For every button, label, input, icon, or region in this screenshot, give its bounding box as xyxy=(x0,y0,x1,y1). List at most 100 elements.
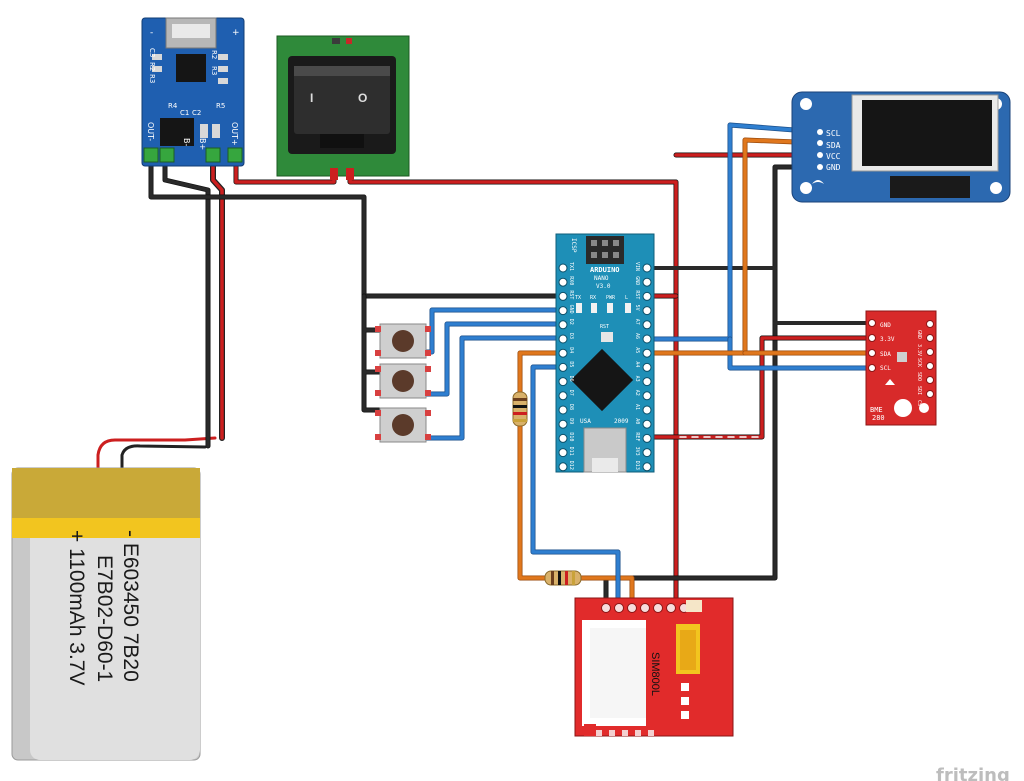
sim800l-module: SIM800L xyxy=(574,597,734,737)
bme-right-hole xyxy=(926,334,934,342)
nano-pin-a0 xyxy=(642,419,652,429)
reset-button[interactable] xyxy=(601,332,613,342)
charger-plus: + xyxy=(232,28,240,38)
bme-rpin-sdo: SDO xyxy=(916,372,922,381)
resistor-horizontal xyxy=(544,570,582,586)
charger-terminals xyxy=(143,147,243,163)
nano-pin-a2 xyxy=(642,391,652,401)
nano-pin-label-d11: D11 xyxy=(568,447,574,456)
nano-pin-label-a4: A4 xyxy=(634,361,640,367)
nano-led-tx: TX xyxy=(575,295,581,301)
bme-name-line2: 280 xyxy=(872,414,885,422)
nano-pin-label-a3: A3 xyxy=(634,376,640,382)
bme-rpin-cs: CS xyxy=(916,400,922,406)
wire-sim-tx xyxy=(517,350,563,581)
nano-pin-a1 xyxy=(642,405,652,415)
battery-red-lead xyxy=(96,436,217,472)
nano-pin-label-d2: D2 xyxy=(568,319,574,325)
nano-pin-d12 xyxy=(558,462,568,472)
rocker-switch[interactable]: I O xyxy=(276,35,410,180)
nano-pin-label-vin: VIN xyxy=(634,262,640,271)
nano-pin-label-gnd: GND xyxy=(634,276,640,285)
nano-pin-label-rst: RST xyxy=(568,290,574,299)
nano-pin-vin xyxy=(642,263,652,273)
atmega-chip xyxy=(570,348,634,412)
bme-rpin-gnd: GND xyxy=(916,330,922,339)
nano-pin-5v xyxy=(642,306,652,316)
nano-pin-d4 xyxy=(558,348,568,358)
sim-header-hole xyxy=(614,603,624,613)
tp4056-charger-module: - + C3 R2 R3 R2 R3 R4 R5 C1 C2 OUT- B- B… xyxy=(141,17,245,167)
charger-top-r3: R3 xyxy=(210,66,218,75)
oshw-gear-icon xyxy=(919,403,929,413)
sim-header-hole xyxy=(653,603,663,613)
nano-pin-label-tx1: TX1 xyxy=(568,262,574,271)
nano-pin-rx0 xyxy=(558,277,568,287)
nano-subtitle: NANO xyxy=(594,275,609,282)
nano-pin-d13 xyxy=(642,462,652,472)
sim-header-hole xyxy=(627,603,637,613)
push-button-1[interactable] xyxy=(375,323,431,359)
oled-pin-sda: SDA xyxy=(826,141,841,150)
nano-pin-a6 xyxy=(642,334,652,344)
bme-right-hole xyxy=(926,362,934,370)
wire-charger-bminus-battery xyxy=(162,157,211,449)
nano-year: 2009 xyxy=(614,418,629,425)
nano-pin-a4 xyxy=(642,362,652,372)
nano-pin-3v3 xyxy=(642,448,652,458)
nano-pin-label-rx0: RX0 xyxy=(568,276,574,285)
bme-rpin-3v3: 3.3V xyxy=(916,344,922,356)
charger-label-r3: R3 xyxy=(148,74,156,83)
nano-pin-d6 xyxy=(558,377,568,387)
bme-right-hole xyxy=(926,376,934,384)
bme-pin-sda: SDA xyxy=(880,351,891,358)
bme-sensor-chip xyxy=(897,352,907,362)
nano-led-pwr: PWR xyxy=(606,295,616,301)
grove-logo-icon xyxy=(812,180,824,184)
charger-label-b-minus: B- xyxy=(182,138,191,146)
push-button-2[interactable] xyxy=(375,363,431,399)
nano-pin-a5 xyxy=(642,348,652,358)
bme-left-hole xyxy=(868,364,876,372)
bme-pin-3v3: 3.3V xyxy=(880,336,895,343)
nano-pin-gnd xyxy=(558,306,568,316)
bme-pin-scl: SCL xyxy=(880,365,891,372)
nano-pin-tx1 xyxy=(558,263,568,273)
nano-pin-label-a2: A2 xyxy=(634,390,640,396)
switch-on-symbol: I xyxy=(310,91,313,105)
charger-label-r5: R5 xyxy=(216,102,225,110)
nano-title: ARDUINO xyxy=(590,266,620,274)
nano-pin-d3 xyxy=(558,334,568,344)
sim-header-hole xyxy=(601,603,611,613)
nano-pin-label-rst: RST xyxy=(634,290,640,299)
nano-pin-ref xyxy=(642,433,652,443)
nano-pin-d8 xyxy=(558,405,568,415)
lipo-battery: - E603450 7B20 E7B02-D60-1 + 1100mAh 3.7… xyxy=(11,467,201,761)
nano-pin-label-d4: D4 xyxy=(568,347,574,353)
bme-rpin-sck: SCK xyxy=(916,358,922,367)
nano-led-l: L xyxy=(625,295,628,301)
charger-label-out-minus: OUT- xyxy=(146,122,155,141)
bme-left-hole xyxy=(868,349,876,357)
nano-pin-label-a7: A7 xyxy=(634,319,640,325)
nano-pin-d11 xyxy=(558,448,568,458)
bme-right-hole xyxy=(926,390,934,398)
arduino-nano: ICSP ARDUINO NANO V3.0 TX RX PWR L RST U… xyxy=(555,233,655,473)
sim-header-hole xyxy=(640,603,650,613)
bme280-sensor: GND 3.3V SDA SCL GND 3.3V SCK SDO SDI CS… xyxy=(865,310,937,426)
charger-label-r2: R2 xyxy=(148,62,156,71)
oled-pin-scl: SCL xyxy=(826,129,841,138)
nano-country: USA xyxy=(580,418,591,425)
nano-pin-label-d13: D13 xyxy=(634,461,640,470)
push-button-3[interactable] xyxy=(375,407,431,443)
charger-label-c1: C1 xyxy=(180,109,189,117)
wires xyxy=(96,122,873,613)
nano-version: V3.0 xyxy=(596,283,611,290)
battery-label-line1: - E603450 7B20 xyxy=(119,530,142,682)
nano-led-rx: RX xyxy=(590,295,596,301)
fritzing-watermark: fritzing xyxy=(936,765,1010,781)
resistor-vertical xyxy=(512,391,528,427)
nano-pin-label-d6: D6 xyxy=(568,376,574,382)
